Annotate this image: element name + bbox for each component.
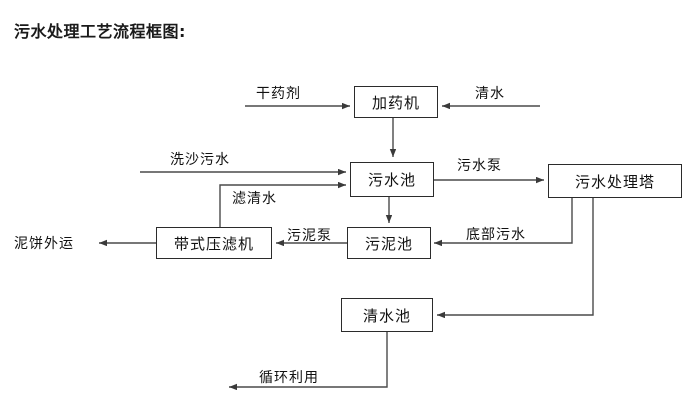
- endpoint-label-mud-cake-out: 泥饼外运: [14, 236, 74, 252]
- node-wastewater-pool[interactable]: 污水池: [350, 162, 434, 197]
- edge-label-sand-wash-wastewater: 洗沙污水: [170, 152, 230, 168]
- edge-label-sludge-pump: 污泥泵: [287, 228, 332, 244]
- node-sludge-pool[interactable]: 污泥池: [347, 227, 431, 259]
- node-clean-water-pool[interactable]: 清水池: [341, 298, 433, 332]
- edge-label-dry-chemical: 干药剂: [256, 86, 301, 102]
- page-title: 污水处理工艺流程框图:: [14, 22, 186, 41]
- node-dosing-machine[interactable]: 加药机: [354, 86, 438, 118]
- node-treatment-tower[interactable]: 污水处理塔: [548, 164, 682, 198]
- edge-label-clean-water-in: 清水: [475, 86, 505, 102]
- edge-label-wastewater-pump: 污水泵: [457, 158, 502, 174]
- edge-tower-to-clean-water: [437, 198, 594, 319]
- edge-filtered-clear-water: [219, 181, 346, 227]
- edge-recycle-reuse: [229, 332, 388, 391]
- edge-label-recycle-reuse: 循环利用: [259, 370, 319, 386]
- node-belt-filter-press[interactable]: 带式压滤机: [156, 227, 272, 259]
- edge-label-filtered-clear-water: 滤清水: [232, 191, 277, 207]
- edge-bottom-wastewater: [434, 198, 573, 247]
- edge-label-bottom-wastewater: 底部污水: [466, 227, 526, 243]
